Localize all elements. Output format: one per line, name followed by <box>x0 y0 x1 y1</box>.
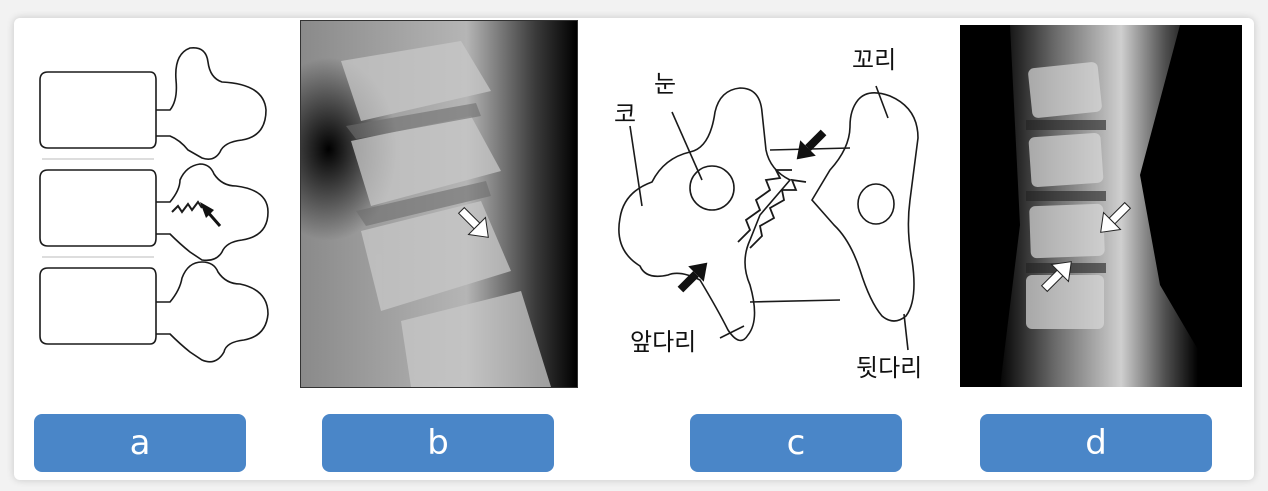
xray-image-d <box>960 25 1242 387</box>
dog-tail-outline <box>812 93 918 321</box>
panel-c-diagram: 코 눈 꼬리 앞다리 뒷다리 <box>600 30 950 390</box>
panel-label-a: a <box>34 414 246 472</box>
panel-label-d: d <box>980 414 1212 472</box>
posterior-element-1 <box>156 48 266 159</box>
vertebral-body-3 <box>40 268 156 344</box>
panel-label-b: b <box>322 414 554 472</box>
arrow-icon <box>673 255 715 297</box>
vertebral-body-2 <box>40 170 156 246</box>
panel-d-xray <box>960 25 1242 387</box>
scotty-dog-diagram: 코 눈 꼬리 앞다리 뒷다리 <box>600 30 950 390</box>
label-hind-leg: 뒷다리 <box>856 354 922 382</box>
defect-zigzag <box>738 170 792 242</box>
tail-hole <box>858 184 894 224</box>
panel-a-diagram <box>30 40 280 370</box>
eye-circle <box>690 166 734 210</box>
arrow-icon <box>200 202 220 226</box>
label-eye: 눈 <box>654 70 676 98</box>
defect-zigzag <box>172 202 202 212</box>
vertebra-diagram <box>30 40 280 370</box>
dog-head-outline <box>619 88 790 340</box>
posterior-element-3 <box>156 262 268 362</box>
panel-label-c: c <box>690 414 902 472</box>
label-front-leg: 앞다리 <box>630 328 696 356</box>
label-nose: 코 <box>614 100 636 128</box>
arrow-icon <box>789 125 831 167</box>
panel-b-xray <box>300 20 578 388</box>
label-tail: 꼬리 <box>852 46 896 74</box>
xray-image-b <box>301 21 577 387</box>
vertebral-body-1 <box>40 72 156 148</box>
